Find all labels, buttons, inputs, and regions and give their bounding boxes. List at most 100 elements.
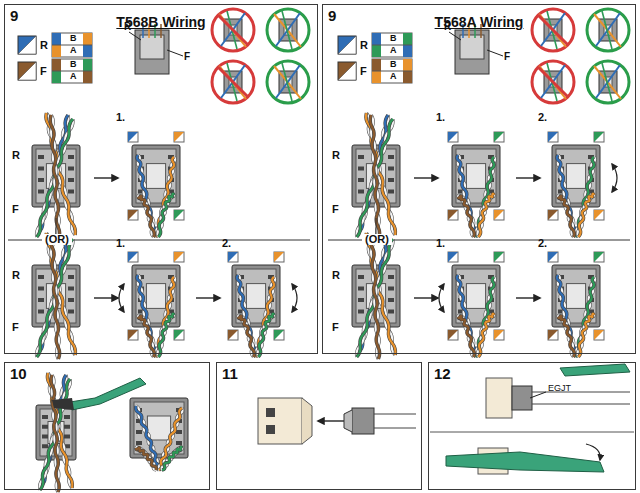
wire-outline xyxy=(478,314,494,357)
part-label: F xyxy=(40,66,47,77)
step-number: 11 xyxy=(222,365,238,382)
wire-outline xyxy=(558,316,574,357)
panel-title: T568B Wiring xyxy=(5,14,317,30)
wire-outline xyxy=(370,115,379,239)
color-tag-fill xyxy=(594,330,604,340)
color-tag xyxy=(494,210,504,220)
callout-number: 2. xyxy=(222,238,231,249)
idc-slot xyxy=(358,178,364,182)
wire-strand xyxy=(458,275,476,357)
step-panel: 11 xyxy=(216,362,422,490)
wire-strand xyxy=(137,275,156,357)
wire-strand xyxy=(476,157,495,237)
wire-strand xyxy=(156,157,175,237)
idc-slot xyxy=(136,430,142,434)
color-tag xyxy=(174,252,184,262)
wire-strand xyxy=(370,235,379,359)
jack-iso xyxy=(455,30,489,74)
wire-strand xyxy=(458,316,474,357)
jack-center xyxy=(566,164,585,189)
idc-slot xyxy=(388,287,394,291)
tool-body xyxy=(560,364,630,376)
idc-slot xyxy=(388,155,394,159)
wire-strand xyxy=(136,406,160,470)
mini-wire xyxy=(602,63,612,101)
wire-strand xyxy=(156,277,174,357)
wire-strand xyxy=(478,195,494,237)
wire-strand xyxy=(138,196,154,237)
wire-strand xyxy=(478,194,494,237)
part-label: A xyxy=(390,46,397,55)
mini-wire xyxy=(596,65,620,98)
color-tag xyxy=(228,330,238,340)
color-tag xyxy=(548,210,558,220)
idc-slot xyxy=(68,190,74,194)
wire-outline xyxy=(162,447,182,470)
wire-strand xyxy=(258,315,274,357)
key-swatch-stripe xyxy=(18,62,36,80)
wire-outline xyxy=(558,275,576,357)
wire-strand xyxy=(51,115,59,239)
rotate-arrow xyxy=(119,284,124,312)
idc-slot xyxy=(68,275,74,279)
idc-slot xyxy=(68,310,74,314)
wire-strand xyxy=(478,314,494,357)
wire-strand xyxy=(558,196,574,237)
wire-outline xyxy=(370,235,379,359)
color-tag-fill xyxy=(548,252,558,262)
wrong-circle xyxy=(532,9,574,51)
callout-number: 2. xyxy=(538,238,547,249)
wire-outline xyxy=(156,277,175,357)
wire-outline xyxy=(162,448,182,470)
color-tag-fill xyxy=(174,210,184,220)
wire-strand xyxy=(159,408,182,470)
mini-wire xyxy=(602,11,612,49)
callout-number: 1. xyxy=(116,112,125,123)
color-tag xyxy=(548,132,558,142)
panel-artwork xyxy=(8,9,310,359)
color-tag-fill xyxy=(448,252,458,262)
wire-strand xyxy=(136,448,156,470)
part-label: R xyxy=(444,22,451,32)
color-tag-fill xyxy=(128,252,138,262)
color-tag-fill xyxy=(274,252,284,262)
color-tag-fill xyxy=(174,330,184,340)
key-bar-color xyxy=(403,59,412,71)
color-tag-fill xyxy=(494,210,504,220)
wire-outline xyxy=(238,275,256,357)
wire-outline xyxy=(476,157,495,237)
wire-outline xyxy=(51,235,59,359)
wire-outline xyxy=(578,195,594,237)
color-tag-fill xyxy=(128,210,138,220)
key-swatch xyxy=(338,62,356,80)
wire-outline xyxy=(136,406,159,470)
wire-strand xyxy=(557,155,576,237)
plug-body xyxy=(512,386,532,410)
wire-outline xyxy=(476,277,494,357)
wire-strand xyxy=(162,447,182,470)
idc-slot xyxy=(38,310,44,314)
jack-center xyxy=(466,164,485,189)
wire-outline xyxy=(136,448,156,470)
correct-circle xyxy=(267,9,309,51)
part-label: A xyxy=(390,72,397,81)
wire-outline xyxy=(576,277,594,357)
key-swatch xyxy=(338,36,356,54)
color-tag-fill xyxy=(494,330,504,340)
key-bar-color xyxy=(403,33,412,45)
wire-strand xyxy=(159,408,183,470)
wire-strand xyxy=(51,235,59,359)
part-label: EGJT xyxy=(548,384,571,393)
mini-wire xyxy=(276,65,300,98)
wire-outline xyxy=(458,315,474,357)
wire-strand xyxy=(371,235,379,359)
wire-strand xyxy=(156,277,175,357)
wire-strand xyxy=(50,115,59,239)
idc-slot xyxy=(388,298,394,302)
idc-slot xyxy=(388,310,394,314)
idc-slot xyxy=(358,275,364,279)
wire-outline xyxy=(578,194,594,237)
idc-slot xyxy=(388,190,394,194)
wire-strand xyxy=(52,375,59,492)
